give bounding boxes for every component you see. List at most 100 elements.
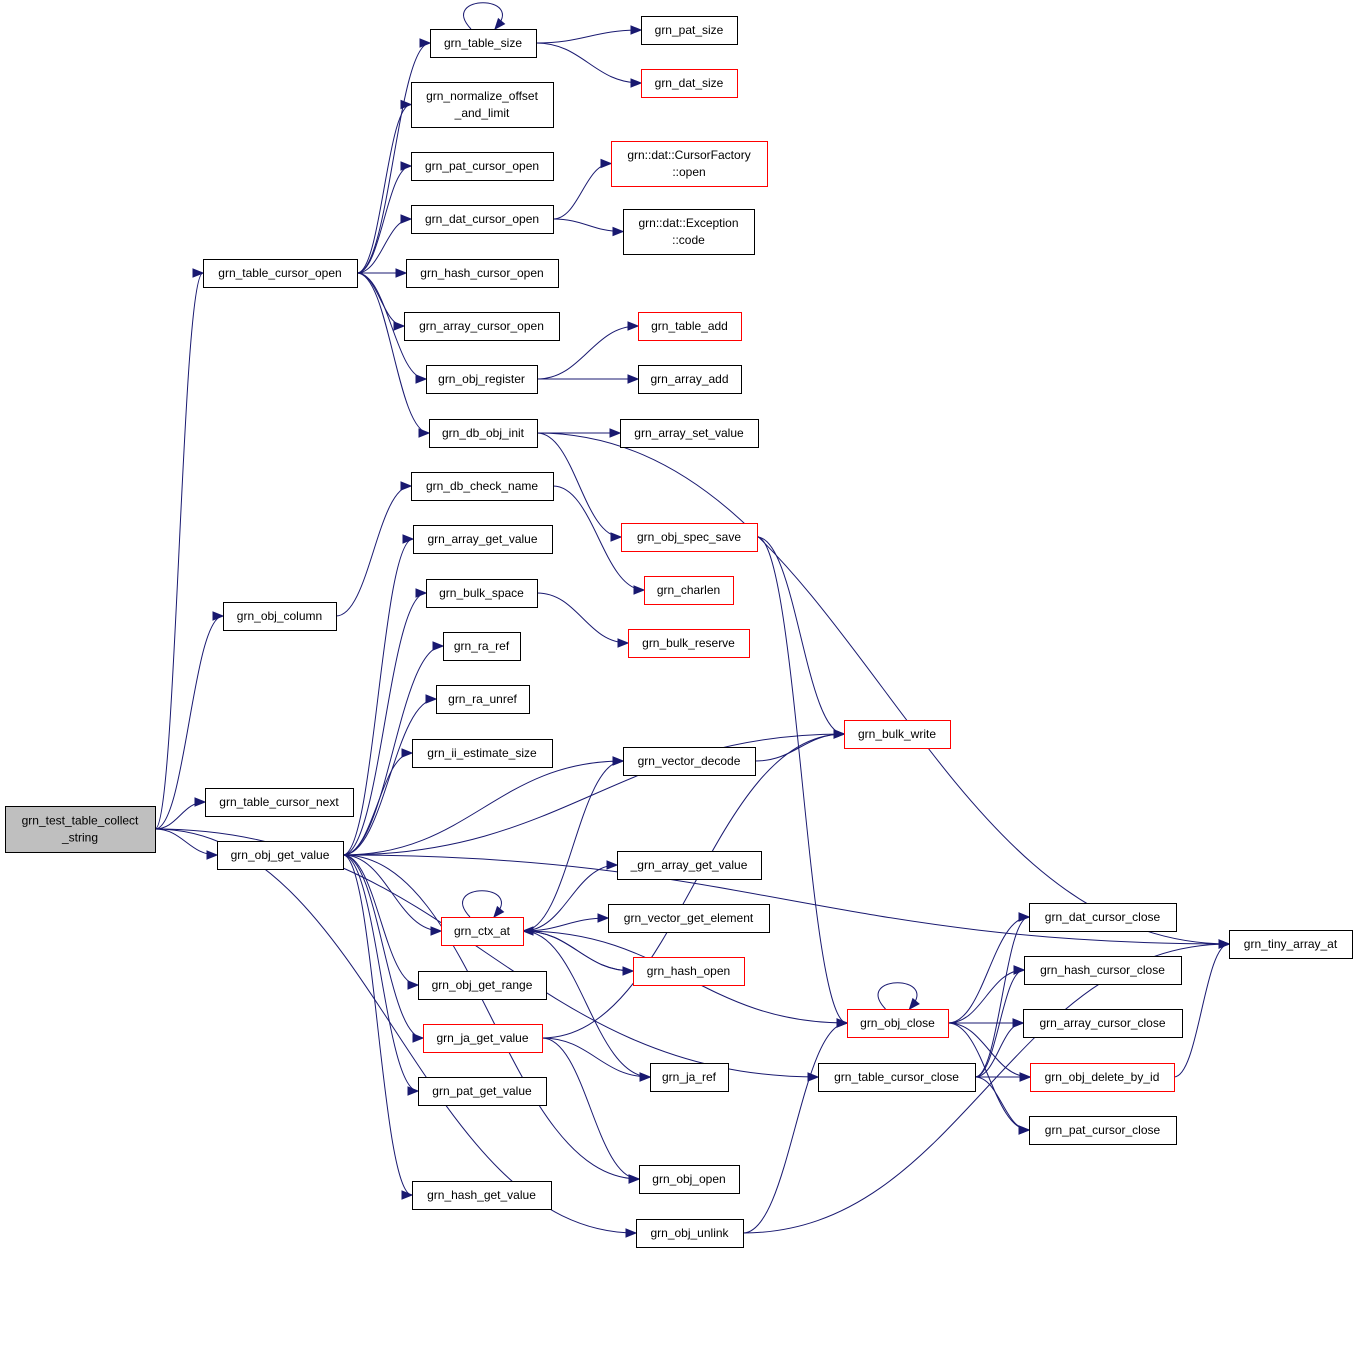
edge-obj_get_value-to-ra_unref	[342, 698, 437, 856]
arrowhead	[194, 797, 207, 807]
node-bulk-write[interactable]: grn_bulk_write	[844, 720, 951, 749]
node-normalize[interactable]: grn_normalize_offset_and_limit	[411, 82, 554, 128]
edge-obj_get_value-to-bulk_space	[342, 592, 427, 856]
node-pat-cursor-close[interactable]: grn_pat_cursor_close	[1029, 1116, 1177, 1145]
node-box	[638, 312, 742, 341]
node-ra-unref[interactable]: grn_ra_unref	[436, 685, 530, 714]
node-obj-get-range[interactable]: grn_obj_get_range	[418, 971, 547, 1000]
edge-obj_column-to-db_check_name	[335, 485, 412, 617]
edge-obj_get_value-to-ctx_at	[342, 854, 442, 932]
node-vector-get-element[interactable]: grn_vector_get_element	[608, 904, 770, 933]
node-box	[1024, 956, 1182, 985]
node-label: grn_array_cursor_close	[1039, 1016, 1165, 1030]
edge-obj_unlink-to-obj_close	[742, 1022, 848, 1234]
arrowhead	[833, 729, 846, 739]
arrowhead	[1013, 965, 1026, 975]
node-hash-get-value[interactable]: grn_hash_get_value	[412, 1181, 552, 1210]
node-obj-spec-save[interactable]: grn_obj_spec_save	[621, 523, 758, 552]
edge-ctx_at-to-vector_get_element	[522, 917, 609, 932]
node-ja-get-value[interactable]: grn_ja_get_value	[423, 1024, 543, 1053]
node-label: grn_obj_register	[438, 372, 525, 386]
node--array-get-value[interactable]: _grn_array_get_value	[617, 851, 762, 880]
node-hash-cursor-open[interactable]: grn_hash_cursor_open	[406, 259, 559, 288]
node-table-cursor-open[interactable]: grn_table_cursor_open	[203, 259, 358, 288]
node-hash-open[interactable]: grn_hash_open	[633, 957, 745, 986]
edge-obj_spec_save-to-obj_close	[756, 536, 848, 1024]
node-array-cursor-close[interactable]: grn_array_cursor_close	[1023, 1009, 1183, 1038]
node-label: grn_table_size	[444, 36, 522, 50]
node-array-add[interactable]: grn_array_add	[638, 365, 742, 394]
node-pat-size[interactable]: grn_pat_size	[641, 16, 738, 45]
node-obj-close[interactable]: grn_obj_close	[847, 1009, 949, 1038]
edge-obj_get_value-to-hash_get_value	[342, 854, 413, 1196]
edge-table_cursor_open-to-array_cursor_open	[356, 272, 405, 327]
node-obj-register[interactable]: grn_obj_register	[426, 365, 538, 394]
arrowhead	[597, 913, 610, 923]
edge-table_cursor_open-to-pat_cursor_open	[356, 165, 412, 274]
node-array-get-value[interactable]: grn_array_get_value	[413, 525, 553, 554]
node-box	[223, 602, 337, 631]
node-box	[641, 69, 738, 98]
node-db-check-name[interactable]: grn_db_check_name	[411, 472, 554, 501]
arrowhead	[402, 534, 415, 544]
edge-table_cursor_close-to-hash_cursor_close	[974, 969, 1025, 1078]
edge-ja_get_value-to-bulk_write	[541, 733, 845, 1039]
node-exception-code[interactable]: grn::dat::Exception::code	[623, 209, 755, 255]
node-label: grn::dat::CursorFactory	[627, 148, 750, 162]
node-box	[639, 1165, 740, 1194]
node-pat-get-value[interactable]: grn_pat_get_value	[418, 1077, 547, 1106]
node-cursor-factory[interactable]: grn::dat::CursorFactory::open	[611, 141, 768, 187]
edge-root-to-obj_column	[154, 615, 224, 830]
edge-obj_get_value-to-obj_open	[342, 854, 640, 1180]
edge-table_size-to-pat_size	[535, 29, 642, 44]
node-box	[620, 419, 759, 448]
node-dat-cursor-open[interactable]: grn_dat_cursor_open	[411, 205, 554, 234]
node-bulk-reserve[interactable]: grn_bulk_reserve	[628, 629, 750, 658]
node-obj-unlink[interactable]: grn_obj_unlink	[636, 1219, 744, 1248]
node-dat-size[interactable]: grn_dat_size	[641, 69, 738, 98]
node-box	[1030, 1063, 1175, 1092]
node-dat-cursor-close[interactable]: grn_dat_cursor_close	[1029, 903, 1177, 932]
node-table-add[interactable]: grn_table_add	[638, 312, 742, 341]
node-obj-delete-by-id[interactable]: grn_obj_delete_by_id	[1030, 1063, 1175, 1092]
arrowhead	[400, 481, 413, 491]
node-ra-ref[interactable]: grn_ra_ref	[443, 632, 521, 661]
node-pat-cursor-open[interactable]: grn_pat_cursor_open	[411, 152, 554, 181]
node-ii-estimate-size[interactable]: grn_ii_estimate_size	[412, 739, 553, 768]
edge-ctx_at-to-ctx_at	[462, 890, 502, 918]
node-box	[847, 1009, 949, 1038]
node-ja-ref[interactable]: grn_ja_ref	[650, 1063, 729, 1092]
node-bulk-space[interactable]: grn_bulk_space	[426, 579, 538, 608]
node-box	[429, 419, 538, 448]
arrowhead	[625, 1228, 638, 1238]
nodes-layer: grn_test_table_collect_string grn_table_c…	[5, 16, 1353, 1248]
node-vector-decode[interactable]: grn_vector_decode	[623, 747, 756, 776]
node-box	[650, 1063, 729, 1092]
node-box	[404, 312, 560, 341]
node-charlen[interactable]: grn_charlen	[644, 576, 734, 605]
node-table-cursor-close[interactable]: grn_table_cursor_close	[818, 1063, 976, 1092]
node-obj-open[interactable]: grn_obj_open	[639, 1165, 740, 1194]
arrowhead	[393, 321, 406, 331]
edge-ctx_at-to-_array_get_value	[522, 864, 618, 932]
node-label: grn_array_add	[650, 372, 728, 386]
node-db-obj-init[interactable]: grn_db_obj_init	[429, 419, 538, 448]
node-obj-column[interactable]: grn_obj_column	[223, 602, 337, 631]
node-array-cursor-open[interactable]: grn_array_cursor_open	[404, 312, 560, 341]
node-label: grn_dat_size	[655, 76, 724, 90]
node-box	[623, 747, 756, 776]
node-ctx-at[interactable]: grn_ctx_at	[441, 917, 524, 946]
edge-ctx_at-to-ja_ref	[522, 930, 651, 1078]
node-hash-cursor-close[interactable]: grn_hash_cursor_close	[1024, 956, 1182, 985]
edge-table_cursor_open-to-dat_cursor_open	[356, 218, 412, 274]
node-array-set-value[interactable]: grn_array_set_value	[620, 419, 759, 448]
node-table-size[interactable]: grn_table_size	[430, 29, 537, 58]
node-box	[844, 720, 951, 749]
arrowhead	[612, 226, 625, 237]
node-table-cursor-next[interactable]: grn_table_cursor_next	[205, 788, 354, 817]
node-tiny-array-at[interactable]: grn_tiny_array_at	[1229, 930, 1353, 959]
node-root[interactable]: grn_test_table_collect_string	[5, 806, 156, 853]
node-obj-get-value[interactable]: grn_obj_get_value	[217, 841, 344, 870]
node-box	[638, 365, 742, 394]
